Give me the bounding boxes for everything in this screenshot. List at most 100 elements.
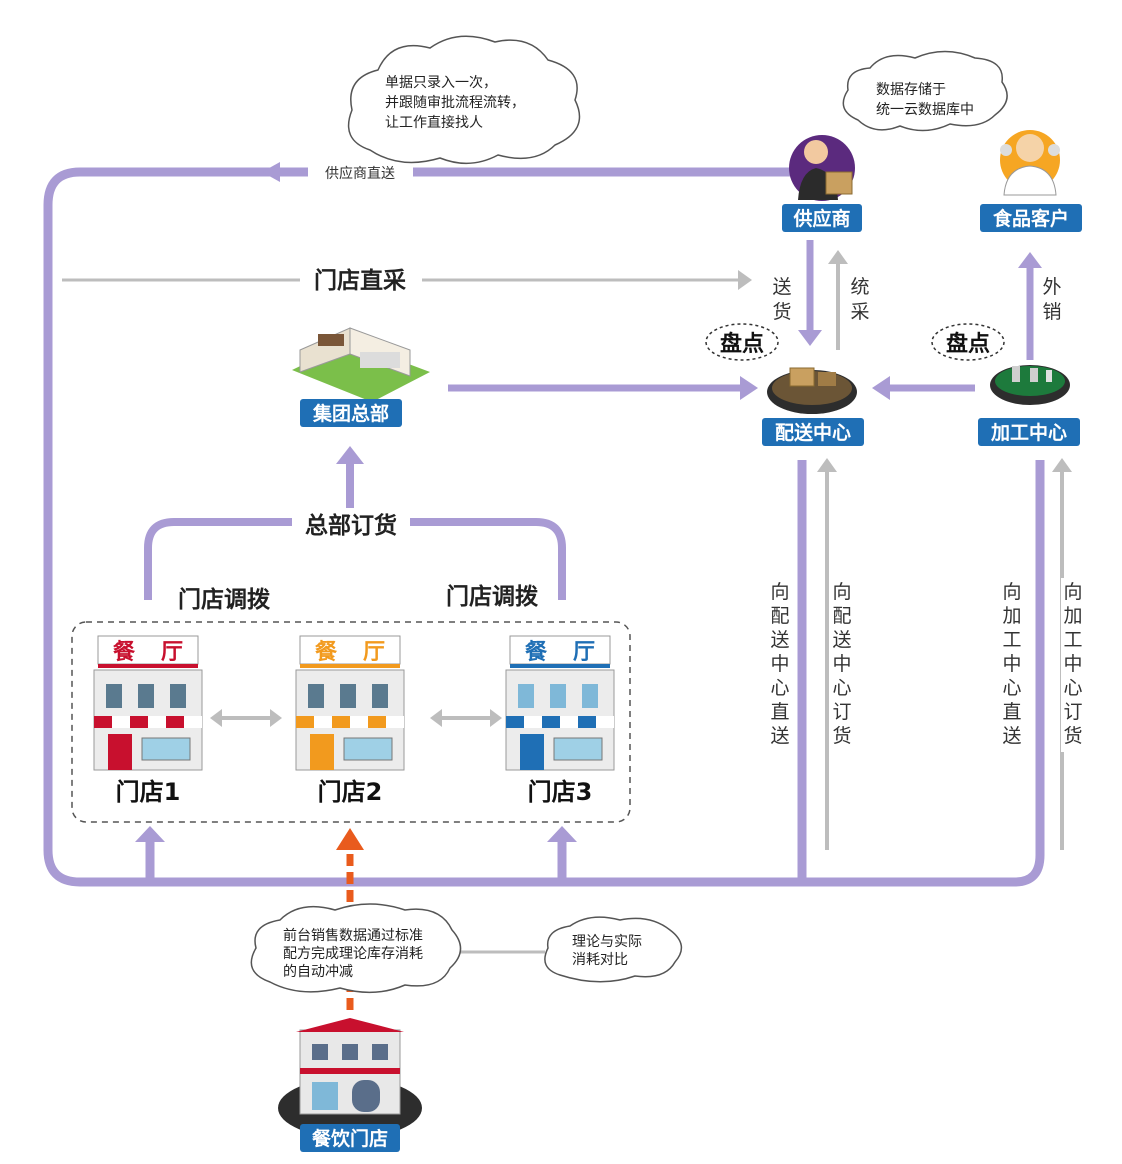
pc_order-char: 心 [1063,677,1082,699]
store1-up-arrow [135,826,165,842]
external-sale-label-2: 销 [1042,301,1061,323]
store-shop-window [141,737,191,761]
pc_order-char: 中 [1063,653,1082,675]
processing-center-label: 加工中心 [990,421,1067,444]
processing-center-badge[interactable] [978,418,1080,446]
pc-to-dc-arrow [872,376,890,400]
cloud-single-entry-line3: 让工作直接找人 [385,114,483,131]
dc_direct-char: 直 [770,701,789,723]
distribution-center-label: 配送中心 [775,421,851,444]
cloud-single-entry-line1: 单据只录入一次， [385,75,497,91]
unified-purchase-label-1: 统 [850,276,869,298]
store-awning [94,716,112,728]
cloud-single-entry: 单据只录入一次， 并跟随审批流程流转， 让工作直接找人 [347,35,581,164]
store-sign [299,635,401,665]
pc-order-arrow [1052,458,1072,472]
store-awning [386,716,404,728]
store-sign-char: 厅 [161,640,183,665]
store-window [340,684,356,708]
store-label: 门店3 [528,778,593,806]
pc_direct-char: 加 [1002,605,1021,627]
pc_direct-char: 直 [1002,701,1021,723]
inventory-bubble-left: 盘点 [705,323,779,361]
store-awning [184,716,202,728]
external-sale-arrow [1018,252,1042,268]
dc_direct-char: 配 [770,605,789,627]
store-sign-char: 厅 [573,640,595,665]
dc_direct-char: 心 [770,677,789,699]
supplier-badge[interactable] [782,204,862,232]
cloud-storage: 数据存储于 统一云数据库中 [842,50,1008,132]
hq-order-up-arrow [336,446,364,464]
store-awning [296,716,314,728]
store-1[interactable]: 餐厅门店1 [93,635,203,806]
store-direct-purchase-arrow [738,270,752,290]
dc_direct-bg [768,578,792,752]
pc_order-bg [1061,578,1085,752]
deliver-arrow [798,330,822,346]
dc_direct-char: 向 [770,581,789,603]
headquarters-badge[interactable] [300,399,402,427]
dc_direct-char: 送 [770,725,789,747]
cloud-auto-deduct-line2: 配方完成理论库存消耗 [283,946,423,962]
store-awning [542,716,560,728]
store-2[interactable]: 餐厅门店2 [295,635,405,806]
dc_order-char: 中 [832,653,851,675]
store-3[interactable]: 餐厅门店3 [505,635,615,806]
dc_direct-char: 中 [770,653,789,675]
store-sign [509,635,611,665]
store-direct-purchase-label: 门店直采 [314,267,406,294]
store-awning [596,716,614,728]
store-awning [130,716,148,728]
pc_direct-char: 工 [1002,629,1021,651]
store-label: 门店1 [116,778,181,806]
store-sign [97,635,199,665]
store-awning [314,716,332,728]
dc_order-char: 货 [832,725,851,747]
transfer-right-label: 门店调拨 [446,583,539,610]
deliver-label-2: 货 [772,301,791,323]
store-door [520,734,544,770]
cloud-storage-line2: 统一云数据库中 [876,102,974,118]
store-sign-char: 餐 [113,640,136,665]
food-customer-badge[interactable] [980,204,1082,232]
inventory-label-left: 盘点 [720,331,764,357]
inventory-label-right: 盘点 [946,331,990,357]
store-sign-char: 餐 [525,640,548,665]
pc_order-char: 加 [1063,605,1082,627]
store-awning [350,716,368,728]
store-awning [524,716,542,728]
dc_order-char: 订 [832,701,851,723]
store-window [138,684,154,708]
dc_order-bg [830,578,854,752]
pc_order-char: 工 [1063,629,1082,651]
food-customer-icon [1000,130,1060,196]
store-door [108,734,132,770]
cloud-auto-deduct: 前台销售数据通过标准 配方完成理论库存消耗 的自动冲减 [250,903,462,994]
store-window [518,684,534,708]
supplier-direct-label: 供应商直送 [325,165,395,182]
store-sign-bar [300,664,400,668]
store-shop-window [343,737,393,761]
pc_order-char: 向 [1063,581,1082,603]
pc_order-char: 货 [1063,725,1082,747]
distribution-center-icon [767,367,857,414]
supplier-icon [789,135,855,201]
stores-layer: 餐厅门店1餐厅门店2餐厅门店3 [93,635,615,806]
store3-up-arrow [547,826,577,842]
cloud-compare-line2: 消耗对比 [572,952,628,968]
distribution-center-badge[interactable] [762,418,864,446]
headquarters-icon [292,327,430,402]
processing-center-icon [990,365,1070,405]
cloud-compare-line1: 理论与实际 [572,934,642,950]
deliver-label-1: 送 [772,276,791,298]
restaurant-store-badge[interactable] [300,1124,400,1152]
pc_order-char: 订 [1063,701,1082,723]
store-shop-window [553,737,603,761]
store-awning [148,716,166,728]
dc_order-char: 心 [832,677,851,699]
food-customer-label: 食品客户 [993,207,1069,230]
